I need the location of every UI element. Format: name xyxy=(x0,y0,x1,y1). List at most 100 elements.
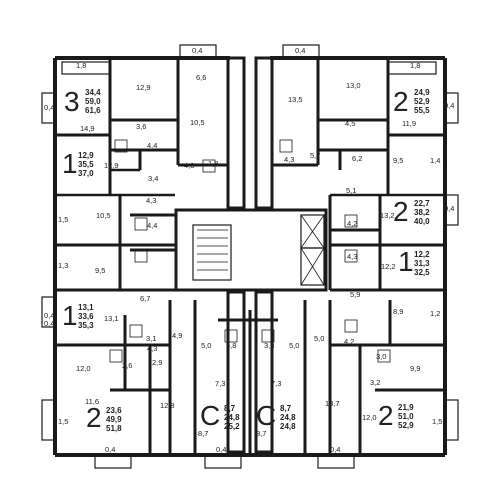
area-full: 24,8 xyxy=(280,422,296,431)
apartment-type-bottom-c1: C xyxy=(200,400,221,431)
room-label: 3,8 xyxy=(226,341,237,350)
room-label: 0,4 xyxy=(44,319,55,328)
apartment-type-top-right: 2 xyxy=(393,86,409,117)
area-living: 22,7 xyxy=(414,199,430,208)
room-label: 12,8 xyxy=(160,401,175,410)
apartment-type-right-1: 1 xyxy=(398,246,414,277)
area-living: 8,7 xyxy=(280,404,292,413)
room-label: 6,7 xyxy=(140,294,151,303)
area-total: 35,5 xyxy=(78,160,94,169)
apartment-areas-top-right: 24,9 52,9 55,5 xyxy=(414,88,430,115)
room-label: 2,9 xyxy=(152,358,163,367)
room-label: 4,2 xyxy=(344,337,355,346)
area-total: 38,2 xyxy=(414,208,430,217)
room-label: 8,7 xyxy=(256,429,267,438)
room-label: 1,5 xyxy=(58,417,69,426)
room-label: 6,2 xyxy=(352,154,363,163)
area-full: 55,5 xyxy=(414,106,430,115)
room-label: 2,6 xyxy=(122,361,133,370)
area-total: 51,0 xyxy=(398,412,414,421)
area-total: 49,9 xyxy=(106,415,122,424)
area-full: 37,0 xyxy=(78,169,94,178)
apartment-areas-bottom-c1: 8,7 24,8 25,2 xyxy=(224,404,240,431)
room-label: 5,7 xyxy=(310,151,321,160)
room-label: 4,5 xyxy=(345,119,356,128)
room-label: 4,3 xyxy=(184,161,195,170)
area-living: 8,7 xyxy=(224,404,236,413)
room-label: 13,1 xyxy=(104,314,119,323)
area-total: 24,8 xyxy=(280,413,296,422)
apartment-type-top-left: 3 xyxy=(64,86,80,117)
room-label: 1,2 xyxy=(430,309,441,318)
room-label: 0,4 xyxy=(192,46,203,55)
room-label: 7,3 xyxy=(271,379,282,388)
room-label: 3,0 xyxy=(376,352,387,361)
room-label: 5,0 xyxy=(314,334,325,343)
room-label: 1,5 xyxy=(58,215,69,224)
room-label: 3,4 xyxy=(148,174,159,183)
apartment-areas-left-1: 12,9 35,5 37,0 xyxy=(78,151,94,178)
apartment-type-bottom-right: 2 xyxy=(378,400,394,431)
area-living: 13,1 xyxy=(78,303,94,312)
room-label: 11,9 xyxy=(402,119,417,128)
room-label: 4,3 xyxy=(347,252,358,261)
room-label: 12,9 xyxy=(136,83,151,92)
room-label: 1,5 xyxy=(432,417,443,426)
apartment-type-right-2: 2 xyxy=(393,196,409,227)
room-label: 1,3 xyxy=(58,261,69,270)
room-label: 13,2 xyxy=(380,211,395,220)
area-full: 52,9 xyxy=(398,421,414,430)
room-label: 5,0 xyxy=(289,341,300,350)
apartment-areas-bottom-c2: 8,7 24,8 24,8 xyxy=(280,404,296,431)
room-label: 4,4 xyxy=(147,141,158,150)
room-label: 3,8 xyxy=(264,341,275,350)
room-label: 8,7 xyxy=(198,429,209,438)
room-label: 4,9 xyxy=(172,331,183,340)
area-full: 32,5 xyxy=(414,268,430,277)
room-label: 0,4 xyxy=(444,204,455,213)
room-label: 0,4 xyxy=(295,46,306,55)
room-label: 5,0 xyxy=(201,341,212,350)
room-label: 3,6 xyxy=(136,122,147,131)
area-living: 12,2 xyxy=(414,250,430,259)
room-label: 3,2 xyxy=(370,378,381,387)
room-label: 1,8 xyxy=(76,61,87,70)
room-label: 9,5 xyxy=(95,266,106,275)
room-label: 10,5 xyxy=(190,118,205,127)
apartment-type-bottom-c2: C xyxy=(256,400,277,431)
apartment-areas-right-1: 12,2 31,3 32,5 xyxy=(414,250,430,277)
room-label: 8,9 xyxy=(393,307,404,316)
room-label: 12,2 xyxy=(381,262,396,271)
room-label: 4,3 xyxy=(146,196,157,205)
area-full: 35,3 xyxy=(78,321,94,330)
room-label: 4,3 xyxy=(147,344,158,353)
area-total: 52,9 xyxy=(414,97,430,106)
room-label: 0,4 xyxy=(44,103,55,112)
apartment-areas-left-2: 13,1 33,6 35,3 xyxy=(78,303,94,330)
room-label: 0,4 xyxy=(216,445,227,454)
room-label: 1,8 xyxy=(208,159,219,168)
area-living: 34,4 xyxy=(85,88,101,97)
area-total: 33,6 xyxy=(78,312,94,321)
apartment-type-bottom-left: 2 xyxy=(86,402,102,433)
area-full: 40,0 xyxy=(414,217,430,226)
area-full: 51,8 xyxy=(106,424,122,433)
apartment-type-left-2: 1 xyxy=(62,300,78,331)
room-label: 13,7 xyxy=(325,399,340,408)
room-label: 1,4 xyxy=(430,156,441,165)
apartment-areas-bottom-right: 21,9 51,0 52,9 xyxy=(398,403,414,430)
area-full: 25,2 xyxy=(224,422,240,431)
apartment-areas-bottom-left: 23,6 49,9 51,8 xyxy=(106,406,122,433)
area-full: 61,6 xyxy=(85,106,101,115)
room-label: 1,8 xyxy=(410,61,421,70)
area-living: 21,9 xyxy=(398,403,414,412)
room-label: 11,6 xyxy=(85,397,100,406)
area-living: 24,9 xyxy=(414,88,430,97)
room-label: 0,4 xyxy=(105,445,116,454)
room-label: 12,9 xyxy=(104,161,119,170)
room-label: 5,9 xyxy=(350,290,361,299)
area-total: 59,0 xyxy=(85,97,101,106)
room-label: 9,9 xyxy=(410,364,421,373)
room-label: 5,1 xyxy=(346,186,357,195)
